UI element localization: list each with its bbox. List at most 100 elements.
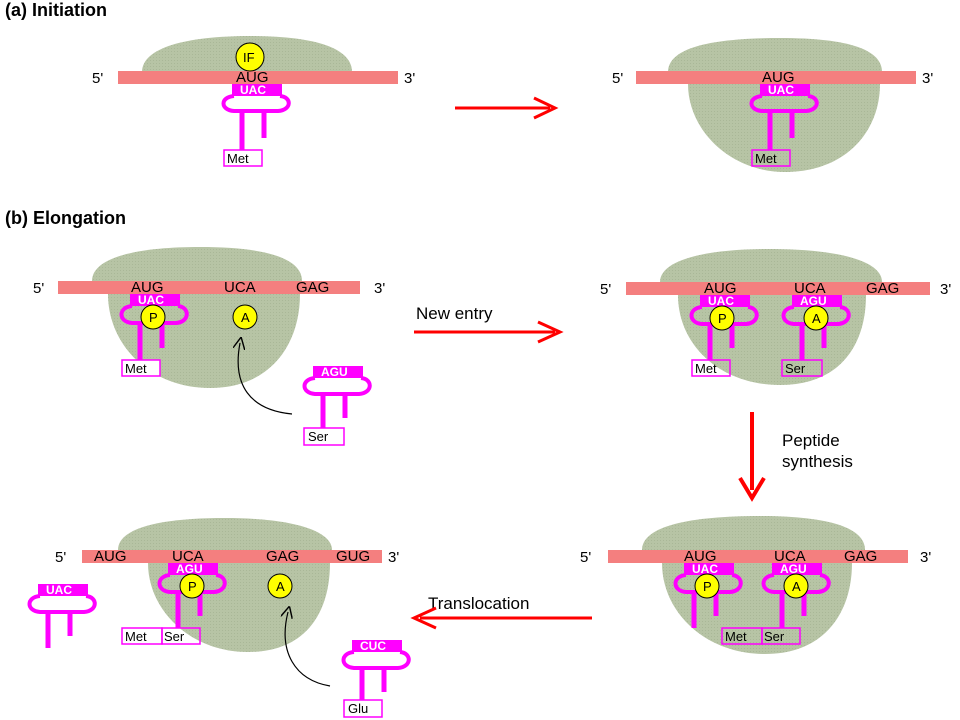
amino-acid-met: Met	[125, 629, 147, 644]
five-prime-label: 5'	[55, 549, 66, 566]
mrna-strand	[82, 550, 382, 563]
trna-ser-incoming: AGU Ser	[302, 365, 372, 446]
codon-aug: AUG	[684, 548, 717, 565]
panel-assembled-ribosome: 5' 3' AUG UAC Met	[612, 38, 933, 172]
five-prime-label: 5'	[92, 70, 103, 87]
a-site-label: A	[276, 579, 285, 594]
ribosome-small-subunit	[118, 518, 332, 550]
initiation-factor-label: IF	[243, 50, 255, 65]
ribosome-small-subunit	[642, 516, 865, 550]
codon-aug: AUG	[704, 280, 737, 297]
trna-met: UAC Met	[221, 83, 291, 167]
mrna-strand	[118, 71, 398, 84]
five-prime-label: 5'	[33, 280, 44, 297]
anticodon-agu: AGU	[780, 562, 807, 576]
a-site-marker	[803, 305, 829, 331]
codon-aug: AUG	[236, 69, 269, 86]
amino-acid-glu: Glu	[348, 701, 368, 716]
five-prime-label: 5'	[612, 70, 623, 87]
a-site-label: A	[812, 311, 821, 326]
mrna-strand	[58, 281, 360, 294]
p-site-marker	[709, 305, 735, 331]
trna-met: UAC Met	[689, 294, 759, 377]
ribosome-small-subunit	[660, 249, 882, 282]
amino-acid-met: Met	[695, 361, 717, 376]
codon-gag: GAG	[844, 548, 877, 565]
three-prime-label: 3'	[940, 281, 951, 298]
five-prime-label: 5'	[580, 549, 591, 566]
a-site-marker	[232, 304, 258, 330]
mrna-strand	[608, 550, 908, 563]
p-site-label: P	[703, 579, 712, 594]
ribosome-small-subunit	[668, 38, 882, 72]
anticodon-agu: AGU	[176, 562, 203, 576]
ser-box	[761, 627, 801, 645]
peptide-label-line2: synthesis	[782, 452, 853, 471]
anticodon-uac: UAC	[692, 562, 718, 576]
translocation-label: Translocation	[428, 594, 529, 613]
codon-aug: AUG	[94, 548, 127, 565]
anticodon-uac: UAC	[708, 294, 734, 308]
panel-initiation-complex: 5' 3' AUG IF UAC Met	[92, 36, 415, 167]
anticodon-cuc: CUC	[360, 639, 386, 653]
arrow-peptide-synthesis: Peptide synthesis	[738, 412, 853, 502]
anticodon-agu: AGU	[800, 294, 827, 308]
three-prime-label: 3'	[922, 70, 933, 87]
initiation-factor-icon	[235, 42, 265, 72]
amino-acid-ser: Ser	[764, 629, 785, 644]
three-prime-label: 3'	[920, 549, 931, 566]
p-site-label: P	[149, 310, 158, 325]
codon-uca: UCA	[224, 279, 256, 296]
p-site-marker	[140, 304, 166, 330]
trna-met: UAC	[673, 562, 743, 628]
codon-aug: AUG	[762, 69, 795, 86]
amino-acid-met: Met	[125, 361, 147, 376]
codon-uca: UCA	[794, 280, 826, 297]
amino-acid-ser: Ser	[308, 429, 329, 444]
codon-gag: GAG	[296, 279, 329, 296]
arrow-new-entry: New entry	[414, 304, 564, 344]
panel-both-sites-occupied: 5' 3' AUG UCA GAG UAC Met AGU Ser P A	[600, 249, 951, 385]
new-entry-label: New entry	[416, 304, 493, 323]
mrna-strand	[626, 282, 930, 295]
ribosome-small-subunit	[92, 247, 302, 281]
codon-uca: UCA	[172, 548, 204, 565]
anticodon-agu: AGU	[321, 365, 348, 379]
trna-met: UAC Met	[749, 83, 819, 167]
arrow-initiation	[455, 96, 559, 120]
trna-ser: AGU Ser	[781, 294, 851, 377]
ribosome-large-subunit	[688, 84, 880, 172]
codon-gag: GAG	[866, 280, 899, 297]
anticodon-uac: UAC	[46, 583, 72, 597]
a-site-marker	[267, 573, 293, 599]
amino-acid-met: Met	[725, 629, 747, 644]
codon-aug: AUG	[131, 279, 164, 296]
three-prime-label: 3'	[404, 70, 415, 87]
codon-gag: GAG	[266, 548, 299, 565]
entry-path-arrow	[238, 343, 293, 415]
ser-box	[161, 627, 201, 645]
anticodon-uac: UAC	[768, 83, 794, 97]
amino-acid-ser: Ser	[785, 361, 806, 376]
panel-after-translocation: 5' 3' AUG UCA GAG GUG AGU Met Ser P A UA…	[27, 518, 411, 718]
amino-acid-ser: Ser	[164, 629, 185, 644]
amino-acid-met: Met	[755, 151, 777, 166]
a-site-label: A	[792, 579, 801, 594]
p-site-label: P	[188, 579, 197, 594]
trna-released-uac: UAC	[27, 583, 97, 648]
anticodon-uac: UAC	[138, 293, 164, 307]
entry-path-arrow	[285, 612, 331, 687]
p-site-marker	[179, 573, 205, 599]
five-prime-label: 5'	[600, 281, 611, 298]
anticodon-uac: UAC	[240, 83, 266, 97]
p-site-marker	[694, 573, 720, 599]
panel-elongation-a-site-empty: 5' 3' AUG UCA GAG UAC Met P A AGU Ser	[33, 247, 385, 446]
mrna-strand	[636, 71, 916, 84]
panel-after-peptide-bond: 5' 3' AUG UCA GAG UAC AGU Met Ser P A	[580, 516, 931, 654]
a-site-marker	[783, 573, 809, 599]
arrow-translocation: Translocation	[410, 594, 592, 630]
codon-gug: GUG	[336, 548, 370, 565]
three-prime-label: 3'	[388, 549, 399, 566]
amino-acid-met: Met	[227, 151, 249, 166]
